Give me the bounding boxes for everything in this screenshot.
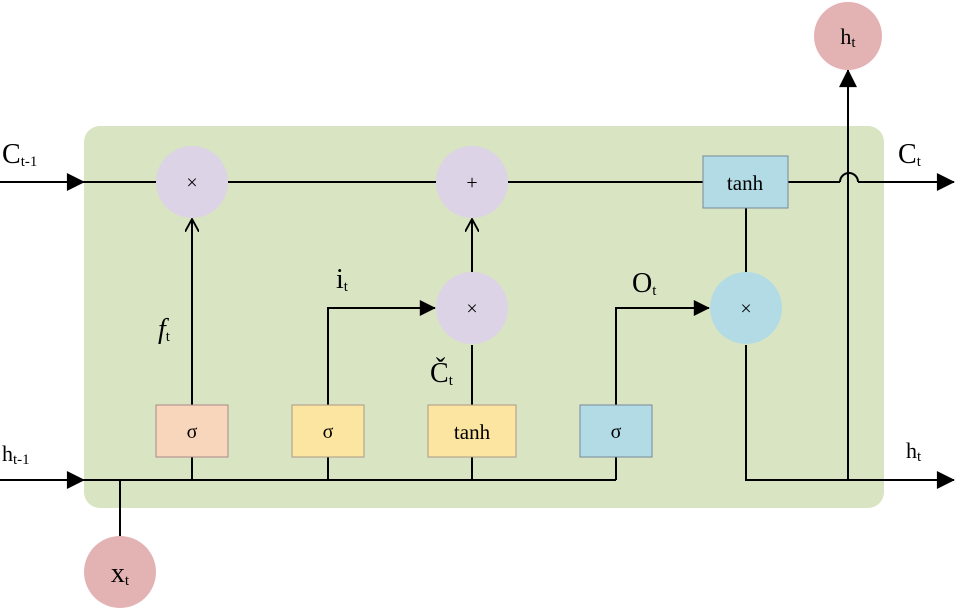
cell-tanh-box: tanh <box>702 155 789 209</box>
output-gate-label: σ <box>611 421 622 443</box>
forget-gate-label: σ <box>187 421 198 443</box>
cell-add-symbol: + <box>466 172 477 194</box>
output-multiply-node: × <box>710 272 782 344</box>
c-out-label: Ct <box>898 139 922 170</box>
svg-text:ht: ht <box>840 24 856 51</box>
candidate-signal-label: Čt <box>430 358 454 389</box>
cell-add-node: + <box>436 146 508 218</box>
output-gate-output <box>615 300 710 405</box>
output-multiply-symbol: × <box>740 298 751 320</box>
input-multiply-node: × <box>436 272 508 344</box>
h-top-node: ht <box>814 2 882 70</box>
candidate-tanh-label: tanh <box>454 420 491 444</box>
candidate-tanh-box: tanh <box>427 404 517 458</box>
h-out-label: ht <box>906 438 922 465</box>
x-input-sub: t <box>125 573 130 589</box>
h-top-sub: t <box>851 35 856 51</box>
x-input-main: x <box>111 558 125 589</box>
connector-lines <box>0 69 955 540</box>
forget-multiply-node: × <box>156 146 228 218</box>
output-signal-label: Ot <box>632 268 657 299</box>
input-gate-box: σ <box>291 404 365 458</box>
input-multiply-symbol: × <box>466 298 477 320</box>
forget-gate-box: σ <box>155 404 229 458</box>
x-input-node: xt <box>84 536 156 608</box>
c-prev-label: Ct-1 <box>2 139 37 170</box>
h-prev-label: ht-1 <box>2 441 30 468</box>
input-signal-label: it <box>336 264 349 295</box>
cell-tanh-label: tanh <box>727 171 764 195</box>
svg-text:xt: xt <box>111 558 130 589</box>
forget-signal-label: ft <box>158 314 171 345</box>
hidden-output-line <box>745 345 848 481</box>
output-gate-box: σ <box>579 404 653 458</box>
forget-multiply-symbol: × <box>186 172 197 194</box>
h-top-main: h <box>840 24 851 49</box>
input-gate-label: σ <box>323 421 334 443</box>
input-gate-output <box>327 300 436 405</box>
